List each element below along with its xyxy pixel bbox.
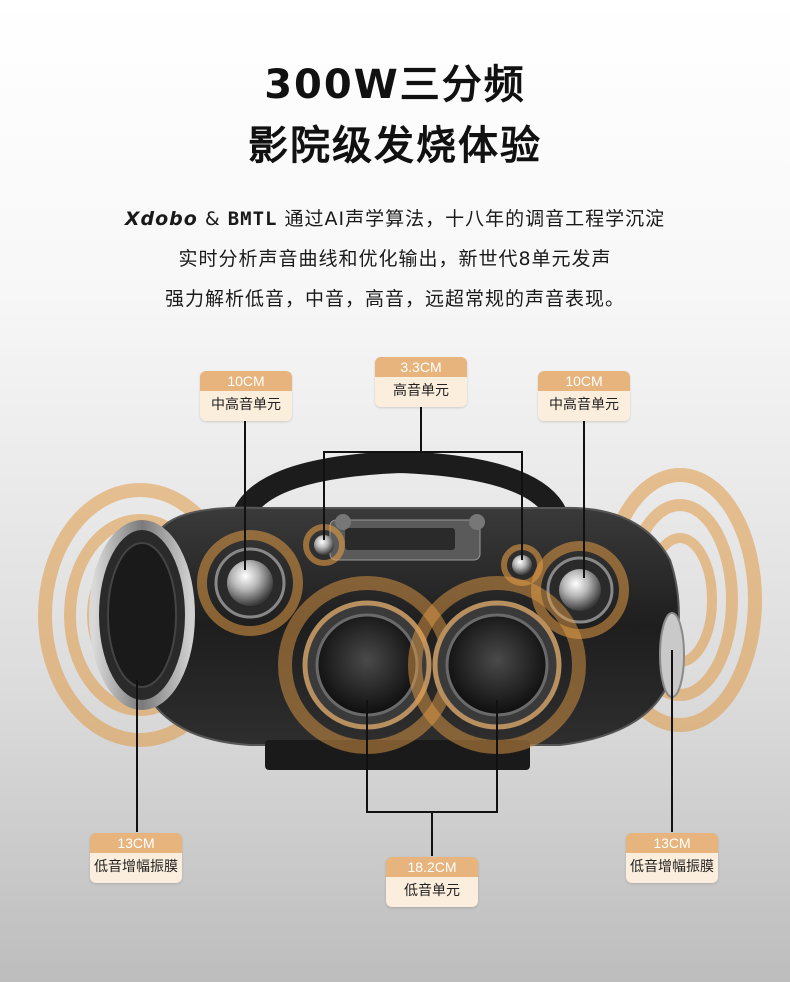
callout-tweeter-name: 高音单元 <box>375 377 467 407</box>
brand-separator: & <box>197 208 228 230</box>
brand-bmtl: BMTL <box>227 208 278 230</box>
callout-mid-right-size: 10CM <box>538 371 630 391</box>
callout-mid-right: 10CM 中高音单元 <box>538 371 630 421</box>
leader-lines <box>136 406 673 856</box>
callout-passive-left-size: 13CM <box>90 833 182 853</box>
left-mid-driver <box>197 530 303 636</box>
description-line-1: Xdobo & BMTL 通过AI声学算法，十八年的调音工程学沉淀 <box>0 204 790 231</box>
callout-tweeter-size: 3.3CM <box>375 357 467 377</box>
right-mid-driver <box>531 541 629 639</box>
callout-passive-left-name: 低音增幅振膜 <box>90 853 182 883</box>
headline-line-1: 300W三分频 <box>264 62 526 108</box>
right-woofer <box>408 576 586 754</box>
handle <box>229 450 571 528</box>
control-knob-right <box>469 514 485 530</box>
callout-woofer-name: 低音单元 <box>386 877 478 907</box>
callout-woofer: 18.2CM 低音单元 <box>386 857 478 907</box>
callout-mid-left-size: 10CM <box>200 371 292 391</box>
control-knob-left <box>335 514 351 530</box>
callout-passive-right: 13CM 低音增幅振膜 <box>626 833 718 883</box>
callout-tweeter: 3.3CM 高音单元 <box>375 357 467 407</box>
callout-passive-left: 13CM 低音增幅振膜 <box>90 833 182 883</box>
headline-line-2: 影院级发烧体验 <box>248 123 542 169</box>
brand-xdobo: Xdobo <box>124 208 198 230</box>
callout-mid-left-name: 中高音单元 <box>200 391 292 421</box>
callout-woofer-size: 18.2CM <box>386 857 478 877</box>
callout-mid-left: 10CM 中高音单元 <box>200 371 292 421</box>
description-line-3: 强力解析低音，中音，高音，远超常规的声音表现。 <box>164 288 625 310</box>
callout-passive-right-name: 低音增幅振膜 <box>626 853 718 883</box>
description-line-1-text: 通过AI声学算法，十八年的调音工程学沉淀 <box>277 208 666 230</box>
description-line-2: 实时分析声音曲线和优化输出，新世代8单元发声 <box>178 248 612 270</box>
callout-passive-right-size: 13CM <box>626 833 718 853</box>
control-buttons <box>345 528 455 550</box>
callout-mid-right-name: 中高音单元 <box>538 391 630 421</box>
